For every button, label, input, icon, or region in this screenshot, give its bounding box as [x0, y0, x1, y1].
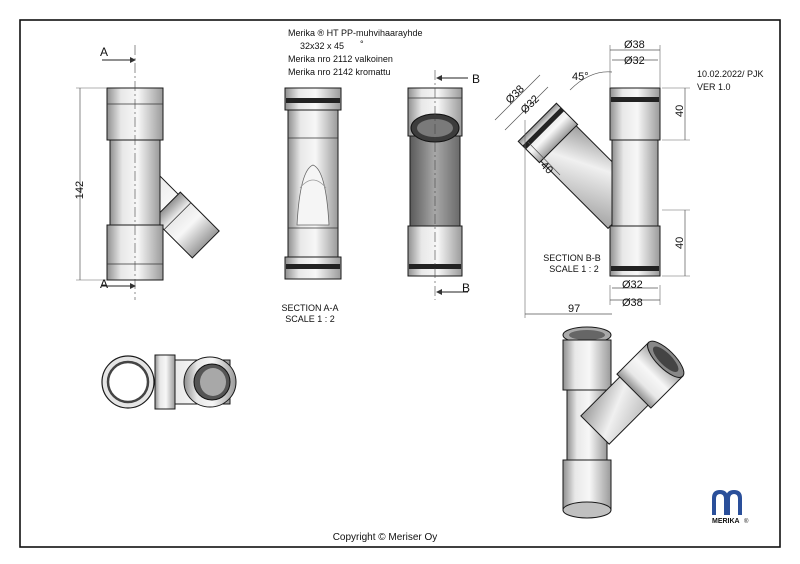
section-a-a-view — [284, 87, 342, 280]
dim-97: 97 — [568, 303, 580, 315]
dimension-142: 142 — [74, 181, 86, 199]
dim-angle-45: 45° — [572, 71, 589, 83]
sheet-border — [19, 19, 781, 548]
revision-version: VER 1.0 — [697, 82, 731, 92]
section-a-a-title: SECTION A-A — [281, 303, 338, 313]
front-view — [76, 45, 220, 300]
section-marker-a-top: A — [100, 45, 108, 59]
dim-d32-bottom: Ø32 — [622, 279, 643, 291]
section-b-b-view — [494, 45, 690, 318]
merika-logo — [712, 490, 742, 515]
section-marker-b-top: B — [472, 72, 480, 86]
title-line-4: Merika nro 2142 kromattu — [288, 67, 391, 77]
dim-d38-bottom: Ø38 — [622, 297, 643, 309]
revision-date: 10.02.2022/ PJK — [697, 69, 764, 79]
title-line-3: Merika nro 2112 valkoinen — [288, 54, 393, 64]
top-view — [101, 354, 237, 410]
isometric-view — [562, 326, 685, 519]
logo-text: MERIKA — [712, 518, 740, 525]
section-a-a-scale: SCALE 1 : 2 — [285, 314, 335, 324]
logo-registered: ® — [744, 518, 749, 525]
dim-40-top: 40 — [674, 105, 686, 117]
side-view — [407, 70, 468, 300]
section-marker-a-bottom: A — [100, 277, 108, 291]
section-marker-b-bottom: B — [462, 281, 470, 295]
section-b-b-title: SECTION B-B — [543, 253, 601, 263]
title-degree: ° — [360, 39, 364, 49]
title-line-1: Merika ® HT PP-muhvihaarayhde — [288, 28, 423, 38]
dim-d38-top: Ø38 — [624, 39, 645, 51]
dim-d32-top: Ø32 — [624, 55, 645, 67]
copyright: Copyright © Meriser Oy — [333, 532, 438, 543]
title-line-2: 32x32 x 45 — [300, 41, 344, 51]
dim-40-bottom: 40 — [674, 237, 686, 249]
section-b-b-scale: SCALE 1 : 2 — [549, 264, 599, 274]
